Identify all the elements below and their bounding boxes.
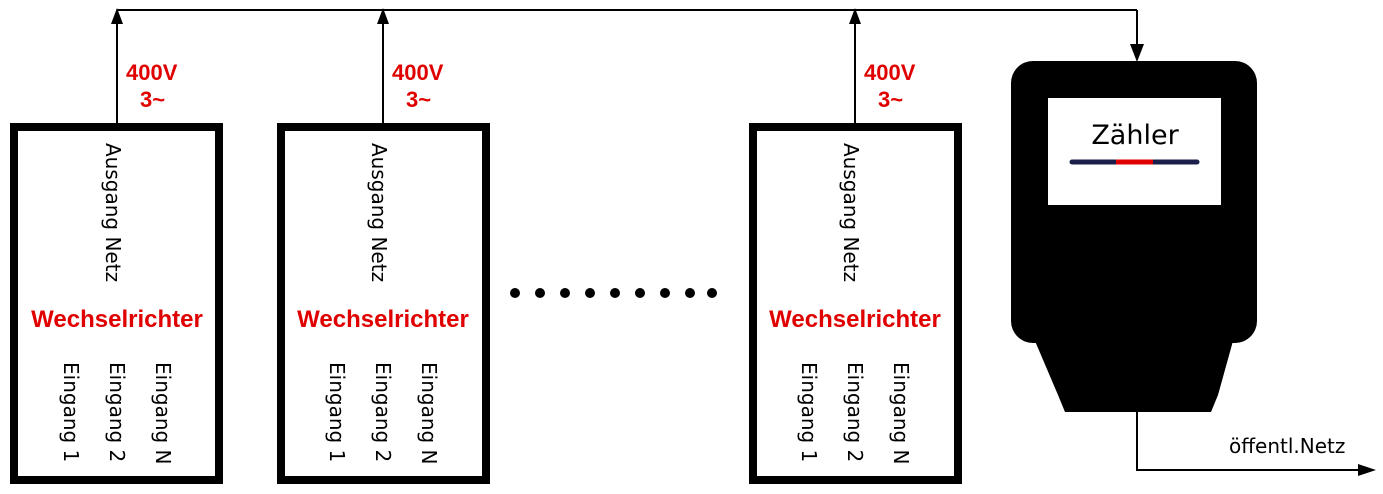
input-label-2: Eingang 2 bbox=[371, 362, 395, 462]
phase-label: 3~ bbox=[878, 87, 903, 112]
ellipsis-dots bbox=[510, 288, 717, 298]
arrow-right-icon bbox=[1358, 464, 1376, 476]
inverter-1: 400V 3~ Ausgang Netz Wechselrichter Eing… bbox=[10, 8, 223, 484]
input-label-n: Eingang N bbox=[151, 362, 175, 465]
inverter-title: Wechselrichter bbox=[297, 306, 469, 333]
voltage-label: 400V bbox=[864, 60, 916, 85]
input-label-1: Eingang 1 bbox=[797, 362, 821, 462]
input-label-1: Eingang 1 bbox=[325, 362, 349, 462]
output-label: Ausgang Netz bbox=[101, 143, 125, 282]
inverter-box bbox=[277, 123, 490, 484]
meter-base bbox=[1035, 341, 1233, 412]
input-label-n: Eingang N bbox=[889, 362, 913, 465]
arrow-up-icon bbox=[111, 8, 123, 24]
output-label: Ausgang Netz bbox=[367, 143, 391, 282]
voltage-label: 400V bbox=[392, 60, 444, 85]
energy-meter: Zähler bbox=[1011, 10, 1257, 412]
inverter-n: 400V 3~ Ausgang Netz Wechselrichter Eing… bbox=[749, 8, 962, 484]
input-label-1: Eingang 1 bbox=[59, 362, 83, 462]
arrow-up-icon bbox=[849, 8, 861, 24]
inverter-box bbox=[749, 123, 962, 484]
meter-label: Zähler bbox=[1091, 120, 1179, 151]
meter-display bbox=[1048, 98, 1221, 205]
arrow-up-icon bbox=[377, 8, 389, 24]
phase-label: 3~ bbox=[140, 87, 165, 112]
input-label-2: Eingang 2 bbox=[105, 362, 129, 462]
input-label-n: Eingang N bbox=[417, 362, 441, 465]
phase-label: 3~ bbox=[406, 87, 431, 112]
grid-connection: öffentl.Netz bbox=[1136, 412, 1376, 476]
input-label-2: Eingang 2 bbox=[843, 362, 867, 462]
inverter-title: Wechselrichter bbox=[31, 306, 203, 333]
grid-wire bbox=[1136, 412, 1360, 471]
inverter-title: Wechselrichter bbox=[769, 306, 941, 333]
output-label: Ausgang Netz bbox=[839, 143, 863, 282]
inverter-box bbox=[10, 123, 223, 484]
grid-label: öffentl.Netz bbox=[1229, 434, 1345, 458]
inverter-2: 400V 3~ Ausgang Netz Wechselrichter Eing… bbox=[277, 8, 490, 484]
voltage-label: 400V bbox=[126, 60, 178, 85]
arrow-down-icon bbox=[1130, 44, 1144, 62]
